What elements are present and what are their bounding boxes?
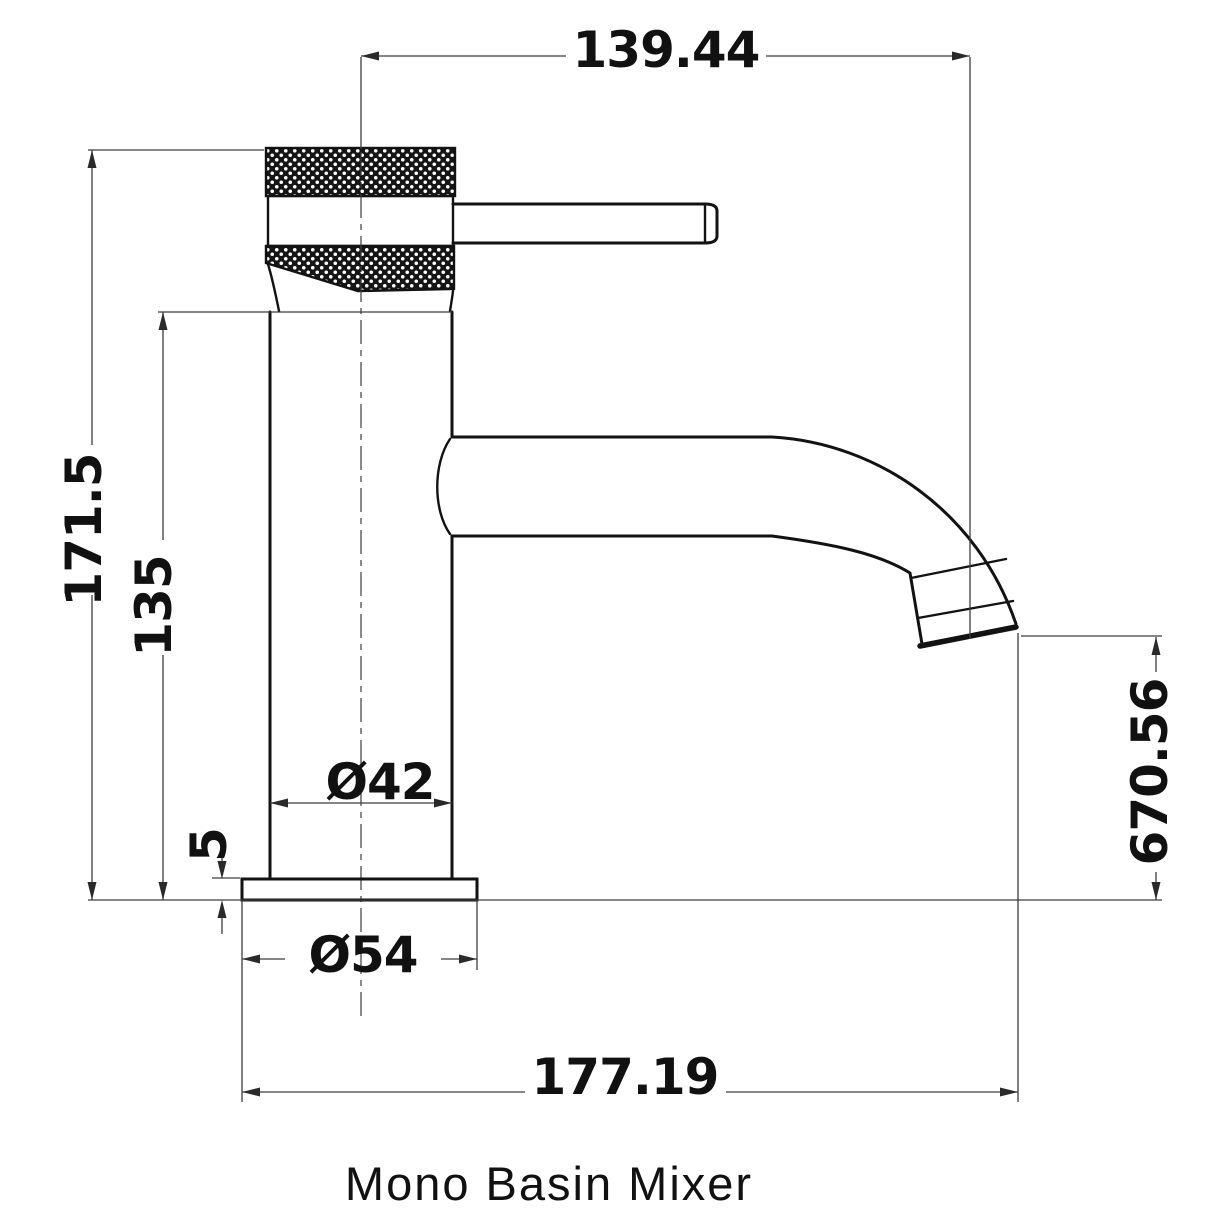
spout-bottom-inner-curve: [450, 534, 924, 646]
spout-top-outer-curve: [450, 435, 1018, 626]
dim-text-overall-depth: 177.19: [532, 1048, 719, 1106]
arrow-right: [434, 798, 452, 808]
dim-text-body-height: 135: [125, 555, 183, 656]
dim-text-base-thickness: 5: [180, 828, 238, 862]
spout-outlet-face: [917, 624, 1019, 649]
dimension-base-thickness: 5: [180, 828, 240, 934]
dimension-top-width: 139.44: [360, 21, 971, 639]
dimension-base-diameter: Ø54: [242, 900, 478, 984]
dimension-overall-height: 171.5: [55, 149, 264, 900]
neck-arc-right: [448, 289, 455, 313]
drawing-caption: Mono Basin Mixer: [345, 1157, 753, 1210]
base-plate: [240, 877, 479, 902]
arrow-up: [158, 312, 168, 330]
arrow-right: [459, 954, 477, 964]
arrow-left: [242, 1087, 260, 1097]
arrow-left: [361, 51, 379, 61]
dim-text-spout-outlet-height: 670.56: [1121, 679, 1179, 866]
nozzle-ring-line-2: [916, 599, 1015, 620]
dim-text-top-width: 139.44: [573, 21, 760, 79]
faucet-outline: [88, 146, 1162, 1016]
dim-text-body-diameter: Ø42: [325, 753, 434, 811]
arrow-right: [1000, 1087, 1018, 1097]
arrow-up: [1151, 637, 1161, 655]
dimension-spout-outlet-height: 670.56: [1021, 635, 1179, 900]
dim-text-overall-height: 171.5: [55, 453, 113, 606]
arrow-down: [1151, 882, 1161, 900]
handle-lower-knurled-band: [264, 244, 456, 293]
arrow-left: [270, 798, 288, 808]
neck-arc-left: [266, 262, 281, 313]
nozzle-ring-line-1: [909, 557, 1008, 580]
arrow-up: [217, 900, 227, 918]
arrow-up: [87, 150, 97, 168]
arrow-down: [217, 861, 227, 879]
arrow-down: [87, 882, 97, 900]
lever-handle: [451, 202, 719, 245]
arrow-down: [158, 882, 168, 900]
arrow-right: [952, 51, 970, 61]
dim-text-base-diameter: Ø54: [308, 926, 417, 984]
dimension-body-diameter: Ø42: [270, 753, 452, 811]
arrow-left: [242, 954, 260, 964]
dimension-body-height: 135: [125, 311, 452, 900]
spout-root-fillet: [436, 437, 452, 536]
dimension-overall-depth: 177.19: [241, 633, 1019, 1106]
